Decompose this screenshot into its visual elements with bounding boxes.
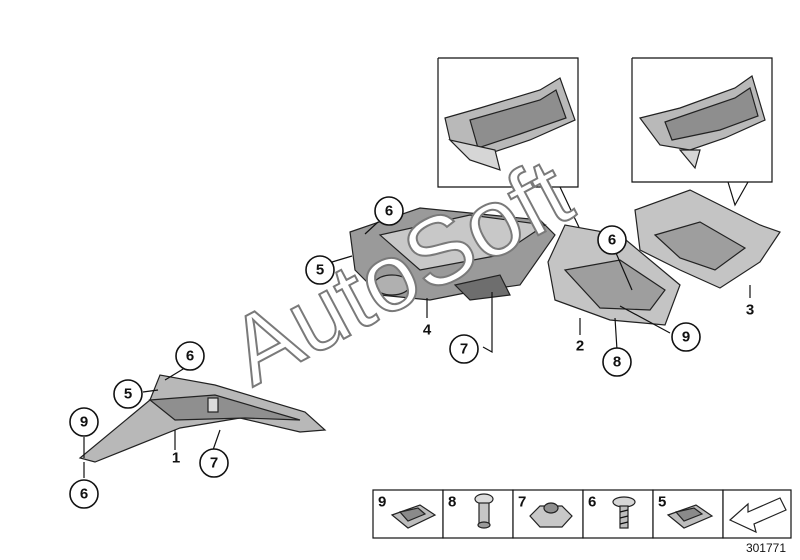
svg-text:6: 6 (608, 232, 616, 249)
svg-text:6: 6 (385, 203, 393, 220)
part-4-duct (349, 207, 556, 301)
arrow-direction-icon (728, 497, 787, 534)
svg-text:5: 5 (124, 386, 132, 403)
legend-number-8: 8 (448, 494, 456, 511)
svg-text:9: 9 (682, 329, 690, 346)
callout-6: 6 (597, 225, 627, 255)
part-1-bracket (78, 374, 327, 463)
leader-lines (83, 221, 751, 478)
callout-7: 7 (449, 334, 479, 364)
svg-text:5: 5 (316, 262, 324, 279)
clip-nut-icon (390, 504, 437, 529)
spring-nut-icon (666, 504, 714, 529)
legend-number-6: 6 (588, 494, 596, 511)
screw-icon (612, 496, 636, 529)
svg-text:7: 7 (210, 455, 218, 472)
detail-inset-right (631, 57, 773, 207)
hex-nut-icon (529, 502, 573, 528)
part-label-3: 3 (746, 302, 754, 319)
svg-text:7: 7 (460, 341, 468, 358)
part-label-2: 2 (576, 338, 584, 355)
detail-inset-left (437, 57, 586, 241)
legend-number-9: 9 (378, 494, 386, 511)
callout-5: 5 (305, 255, 335, 285)
callout-6: 6 (69, 479, 99, 509)
callout-6: 6 (374, 196, 404, 226)
svg-text:6: 6 (186, 348, 194, 365)
autosoft-watermark: AutoSoft (212, 138, 587, 405)
callout-5: 5 (113, 379, 143, 409)
part-3-tray (634, 189, 781, 289)
expanding-rivet-icon (474, 493, 494, 529)
legend-number-5: 5 (658, 494, 666, 511)
legend-number-7: 7 (518, 494, 526, 511)
part-label-1: 1 (172, 450, 180, 467)
callout-9: 9 (671, 322, 701, 352)
svg-text:9: 9 (80, 414, 88, 431)
part-label-4: 4 (423, 322, 432, 339)
part-2-tray (547, 224, 681, 326)
svg-text:8: 8 (613, 354, 621, 371)
svg-text:6: 6 (80, 486, 88, 503)
reference-number: 301771 (746, 541, 786, 555)
callout-7: 7 (199, 448, 229, 478)
callout-9: 9 (69, 407, 99, 437)
callout-8: 8 (602, 347, 632, 377)
hardware-legend: 9 8 7 6 5 (372, 489, 792, 539)
callout-6: 6 (175, 341, 205, 371)
